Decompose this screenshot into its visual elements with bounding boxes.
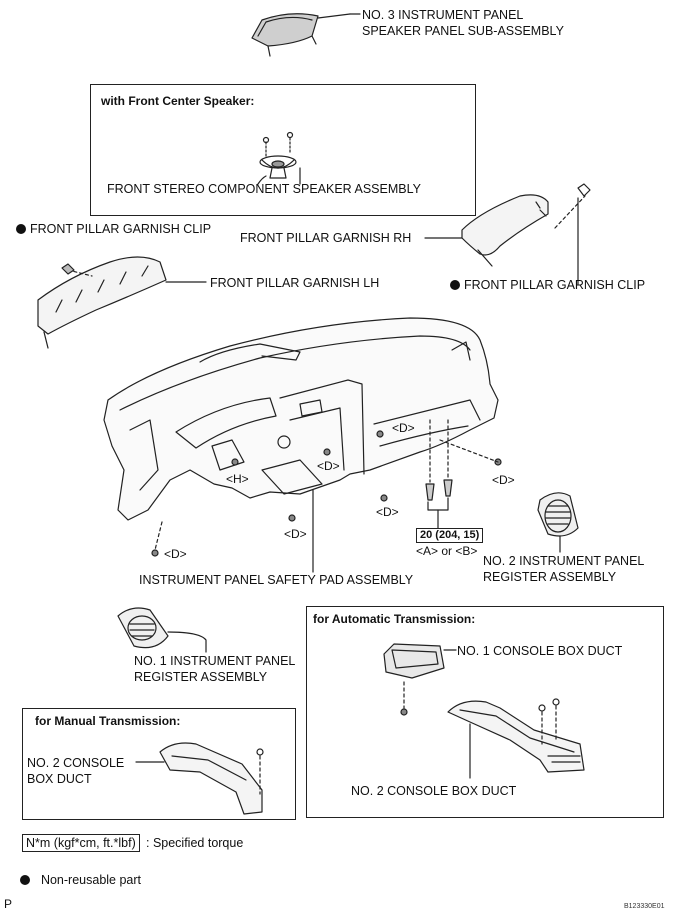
- corner-mark: P: [4, 897, 13, 911]
- non-reusable-dot-icon: [450, 280, 460, 290]
- label-pillar-garnish-rh: FRONT PILLAR GARNISH RH: [240, 231, 412, 245]
- label-speaker-panel-line2: SPEAKER PANEL SUB-ASSEMBLY: [362, 24, 564, 38]
- pillar-garnish-rh-part: [424, 183, 591, 285]
- label-pillar-clip-left: FRONT PILLAR GARNISH CLIP: [16, 221, 211, 237]
- label-no1-register-line2: REGISTER ASSEMBLY: [134, 670, 268, 684]
- manual-transmission-box: for Manual Transmission: NO. 2 CONSOLE B…: [22, 708, 296, 820]
- automatic-transmission-box: for Automatic Transmission: NO. 1 CONSOL…: [306, 606, 664, 818]
- center-speaker-part: [257, 131, 297, 185]
- no2-console-duct-auto-part: [447, 698, 585, 779]
- speaker-panel-part: [251, 13, 361, 57]
- label-no1-console-duct: NO. 1 CONSOLE BOX DUCT: [457, 644, 623, 658]
- callout-d-6: <D>: [164, 547, 187, 561]
- callout-d-2: <D>: [317, 459, 340, 473]
- pillar-garnish-lh-part: [37, 256, 207, 349]
- front-center-speaker-title: with Front Center Speaker:: [101, 94, 255, 108]
- non-reusable-legend-text: Non-reusable part: [40, 873, 142, 887]
- no1-register-part: [117, 607, 207, 653]
- non-reusable-legend: Non-reusable part: [20, 872, 141, 888]
- automatic-transmission-title: for Automatic Transmission:: [313, 612, 476, 626]
- safety-pad-part: [103, 317, 502, 573]
- non-reusable-dot-icon: [16, 224, 26, 234]
- label-no2-console-duct-manual-line2: BOX DUCT: [27, 772, 92, 786]
- label-speaker-panel-line1: NO. 3 INSTRUMENT PANEL: [362, 8, 524, 22]
- torque-unit-legend-box: N*m (kgf*cm, ft.*lbf): [22, 834, 140, 852]
- label-pillar-clip-left-text: FRONT PILLAR GARNISH CLIP: [30, 222, 212, 236]
- label-pillar-clip-right-text: FRONT PILLAR GARNISH CLIP: [464, 278, 646, 292]
- figure-id: B123330E01: [624, 903, 665, 910]
- no2-console-duct-manual-part: [135, 742, 264, 815]
- label-no2-console-duct-auto: NO. 2 CONSOLE BOX DUCT: [351, 784, 517, 798]
- callout-d-1: <D>: [392, 421, 415, 435]
- torque-points: <A> or <B>: [416, 544, 478, 558]
- callout-h: <H>: [226, 472, 249, 486]
- callout-d-5: <D>: [284, 527, 307, 541]
- callout-d-3: <D>: [492, 473, 515, 487]
- torque-value-box: 20 (204, 15): [416, 528, 484, 543]
- front-center-speaker-box: with Front Center Speaker: FRONT STEREO …: [90, 84, 476, 216]
- callout-d-4: <D>: [376, 505, 399, 519]
- label-no2-register-line1: NO. 2 INSTRUMENT PANEL: [483, 554, 645, 568]
- torque-legend-text: : Specified torque: [146, 836, 244, 850]
- label-safety-pad: INSTRUMENT PANEL SAFETY PAD ASSEMBLY: [139, 573, 414, 587]
- label-pillar-garnish-lh: FRONT PILLAR GARNISH LH: [210, 276, 380, 290]
- no1-console-duct-part: [383, 643, 457, 716]
- label-no2-console-duct-manual-line1: NO. 2 CONSOLE: [27, 756, 125, 770]
- no2-register-part: [537, 492, 579, 553]
- label-no1-register-line1: NO. 1 INSTRUMENT PANEL: [134, 654, 296, 668]
- label-front-stereo-speaker: FRONT STEREO COMPONENT SPEAKER ASSEMBLY: [107, 182, 421, 196]
- label-no2-register-line2: REGISTER ASSEMBLY: [483, 570, 617, 584]
- manual-transmission-title: for Manual Transmission:: [35, 714, 181, 728]
- label-pillar-clip-right: FRONT PILLAR GARNISH CLIP: [450, 277, 645, 293]
- non-reusable-dot-icon: [20, 875, 30, 885]
